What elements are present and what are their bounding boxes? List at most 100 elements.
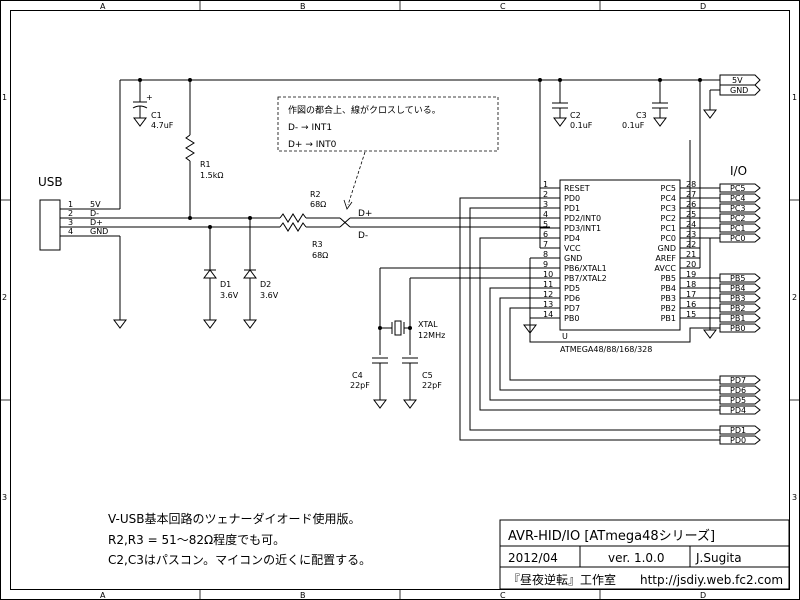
row-label-1-right: 1 [792,93,797,102]
mcu-pin-name: RESET [564,184,590,193]
r1-ref: R1 [200,160,211,169]
io-port-label: PB5 [730,274,745,283]
io-port-label: PB4 [730,284,745,293]
mcu-pin-num: 10 [543,270,553,279]
c1-polarity: + [146,93,153,102]
col-label-a: A [100,2,106,11]
io-port-flag [719,375,761,385]
col-label-d: D [700,2,706,11]
signal-routes [459,197,720,441]
col-label-c-bottom: C [500,591,506,600]
note-line2: D- → INT1 [288,123,332,133]
io-ports: PC5PC4PC3PC2PC1PC0PB5PB4PB3PB2PB1PB0PD7P… [700,183,761,445]
zener-d2: D2 3.6V [243,218,279,329]
ground-symbol [113,319,127,329]
d1-value: 3.6V [220,291,239,300]
title-date: 2012/04 [508,551,558,565]
io-port-label: PB1 [730,314,745,323]
title-url: http://jsdiy.web.fc2.com [640,573,783,587]
mcu-pin-name: PD5 [564,284,580,293]
mcu-pin-name: PD1 [564,204,580,213]
io-port-label: PC0 [730,234,746,243]
mcu-pin-num: 22 [686,240,696,249]
mcu-pin-name: PC2 [661,214,677,223]
usb-connector: USB 1 2 3 4 5V D- D+ GND [38,175,190,251]
io-port-flag [719,313,761,323]
xtal-ref: XTAL [418,320,438,329]
title-author: J.Sugita [695,551,742,565]
mcu-pin-name: PB4 [661,284,676,293]
capacitor-c2: C2 0.1uF [552,80,593,130]
mcu-pin-num: 13 [543,300,553,309]
mcu-pin-name: PB6/XTAL1 [564,264,607,273]
d2-ref: D2 [260,280,271,289]
col-label-c: C [500,2,506,11]
mcu-pin-num: 6 [543,230,548,239]
io-port-flag [719,385,761,395]
mcu-pin-num: 2 [543,190,548,199]
mcu-pin-name: AREF [655,254,676,263]
io-port-flag [719,223,761,233]
io-port-label: PD5 [730,396,746,405]
mcu-pin-num: 26 [686,200,696,209]
io-port-flag [719,273,761,283]
mcu-pin-num: 28 [686,180,696,189]
mcu-part: ATMEGA48/88/168/328 [560,345,652,354]
io-port-label: PC1 [730,224,746,233]
port-5v: 5V [732,76,743,85]
mcu-pin-name: PC0 [661,234,677,243]
mcu-pin-num: 9 [543,260,548,269]
mcu-pin-num: 12 [543,290,553,299]
c5-value: 22pF [422,381,442,390]
r2-value: 68Ω [310,200,326,209]
mcu-pin-name: PD7 [564,304,580,313]
usb-title: USB [38,175,63,189]
io-port-label: PD4 [730,406,746,415]
mcu-pin-num: 7 [543,240,548,249]
c2-value: 0.1uF [570,121,593,130]
mcu-pin-name: PD0 [564,194,580,203]
c3-ref: C3 [636,111,647,120]
resistor-r1: R1 1.5kΩ [185,80,223,220]
mcu-pin-name: PD6 [564,294,580,303]
io-port-label: PC3 [730,204,746,213]
usb-pin4-name: GND [90,227,108,236]
mcu-pin-num: 1 [543,180,548,189]
mcu-pin-name: PD2/INT0 [564,214,601,223]
c3-value: 0.1uF [622,121,645,130]
d1-ref: D1 [220,280,231,289]
note-text-1: V-USB基本回路のツェナーダイオード使用版。 [108,511,360,526]
mcu-pin-num: 21 [686,250,696,259]
io-port-label: PD6 [730,386,746,395]
col-label-b: B [300,2,306,11]
title-version: ver. 1.0.0 [608,551,664,565]
mcu-pin-num: 14 [543,310,553,319]
mcu-pin-name: PB0 [564,314,579,323]
mcu-pin-num: 18 [686,280,696,289]
r1-value: 1.5kΩ [200,171,223,180]
usb-pin2-num: 2 [68,209,73,218]
io-port-label: PB0 [730,324,745,333]
mcu-pin-name: PC5 [661,184,677,193]
r3-value: 68Ω [312,251,328,260]
io-port-flag [719,233,761,243]
io-port-label: PB2 [730,304,745,313]
usb-pin1-num: 1 [68,200,73,209]
io-port-label: PC5 [730,184,746,193]
mcu-pin-num: 15 [686,310,696,319]
io-port-flag [719,293,761,303]
mcu-pin-name: PB5 [661,274,676,283]
row-label-3-right: 3 [792,493,797,502]
capacitor-c1: + C1 4.7uF [132,80,174,130]
mcu-pin-num: 24 [686,220,696,229]
mcu-pin-name: GND [658,244,676,253]
port-gnd: GND [730,86,748,95]
io-port-flag [719,193,761,203]
io-port-flag [719,323,761,333]
title-block: AVR-HID/IO [ATmega48シリーズ] 2012/04 ver. 1… [499,519,790,590]
io-port-label: PC4 [730,194,746,203]
io-port-flag [719,405,761,415]
note-text-3: C2,C3はパスコン。マイコンの近くに配置する。 [108,553,371,567]
mcu-pin-num: 25 [686,210,696,219]
mcu-pin-name: PC1 [661,224,677,233]
